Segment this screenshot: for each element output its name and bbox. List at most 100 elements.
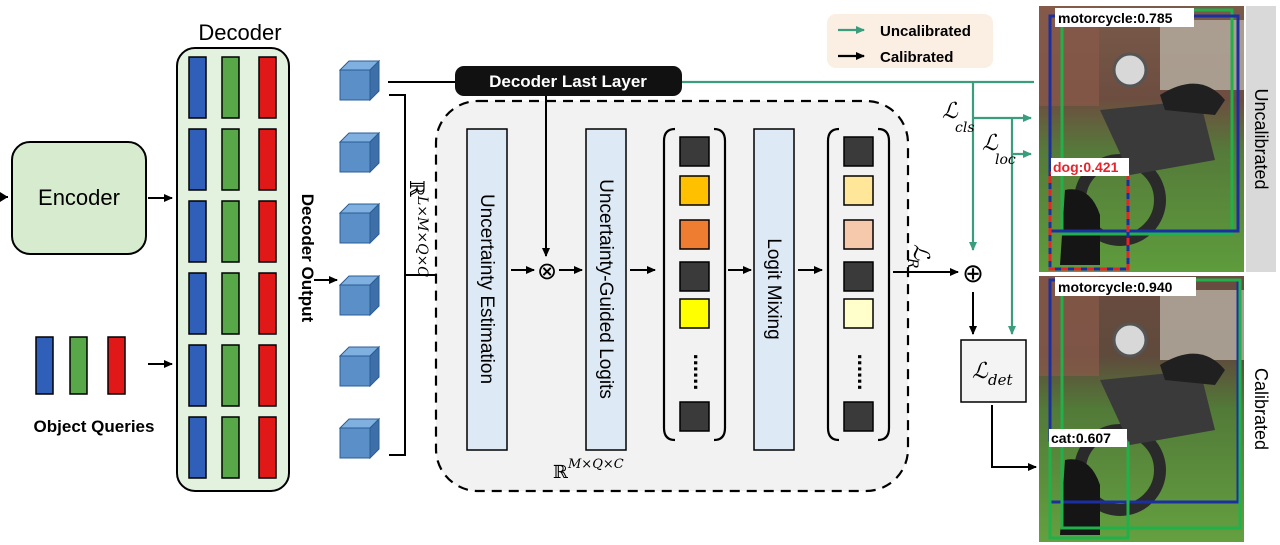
bottom-image-seat <box>1160 353 1225 385</box>
col1-cell-2 <box>679 175 710 206</box>
col1-cell-1 <box>679 136 710 167</box>
bottom-motorcycle-label-bg <box>1055 277 1196 296</box>
bottom-cat-label: cat:0.607 <box>1051 430 1111 446</box>
logit-column-1 <box>679 136 710 432</box>
col1-cell-6 <box>679 401 710 432</box>
cube-front-face <box>339 284 371 316</box>
space-lmqc-label: ℝ L×M×Q×C <box>405 180 430 277</box>
logit-column-2 <box>843 136 874 432</box>
uncalibrated-side-strip <box>1246 6 1276 272</box>
uncertainty-estimation-label: Uncertainty Estimation <box>476 194 497 384</box>
logit-column-2-ellipsis: ...... <box>853 354 878 391</box>
uncalibrated-detection-image: motorcycle:0.785 dog:0.421 <box>1039 6 1244 272</box>
col2-cell-6 <box>843 401 874 432</box>
top-dog-label: dog:0.421 <box>1053 159 1119 175</box>
decoder-title: Decoder <box>198 20 281 45</box>
loss-loc-script: ℒ <box>982 131 999 156</box>
add-operator: ⊕ <box>962 258 984 288</box>
bottom-image-headlight <box>1112 322 1148 358</box>
decoder-output-cube-1 <box>338 59 381 102</box>
decoder-output-label: Decoder Output <box>298 194 317 323</box>
loss-r-subscript: R <box>904 257 920 269</box>
col2-cell-4 <box>843 261 874 292</box>
encoder-label: Encoder <box>38 185 120 210</box>
legend-uncalibrated-label: Uncalibrated <box>880 23 971 40</box>
bottom-image-house <box>1160 290 1244 360</box>
decoder-bar-blue-1 <box>188 56 207 119</box>
cube-front-face <box>339 141 371 173</box>
decoder-bar-red-5 <box>258 344 277 407</box>
bottom-cat-label-bg <box>1049 429 1127 447</box>
top-motorcycle-label: motorcycle:0.785 <box>1058 10 1173 26</box>
decoder-bar-green-6 <box>221 416 240 479</box>
space-mqc-symbol: ℝ <box>553 462 569 483</box>
top-image-headlight <box>1112 52 1148 88</box>
bottom-motorcycle-label: motorcycle:0.940 <box>1058 279 1173 295</box>
loss-det-block <box>960 339 1027 403</box>
decoder-output-cube-5 <box>338 345 381 388</box>
uncertainty-guided-logits-label: Uncertainty-Guided Logits <box>595 179 616 399</box>
decoder-bar-red-4 <box>258 272 277 335</box>
col2-cell-3 <box>843 219 874 250</box>
cube-front-face <box>339 355 371 387</box>
calibrated-detection-image: motorcycle:0.940 cat:0.607 <box>1039 276 1244 542</box>
calibrated-side-strip <box>1246 276 1276 542</box>
cube-front-face <box>339 69 371 101</box>
decoder-bar-green-2 <box>221 128 240 191</box>
decoder-output-cubes <box>338 59 381 460</box>
col1-cell-4 <box>679 261 710 292</box>
top-motorcycle-label-bg <box>1055 8 1194 27</box>
decoder-bar-blue-6 <box>188 416 207 479</box>
decoder-output-cube-6 <box>338 417 381 460</box>
decoder-bar-blue-4 <box>188 272 207 335</box>
col2-cell-1 <box>843 136 874 167</box>
decoder-query-bars <box>188 56 277 479</box>
decoder-bar-blue-5 <box>188 344 207 407</box>
uncertainty-guided-logits-block <box>585 128 627 451</box>
uncertainty-estimation-block <box>466 128 508 451</box>
decoder-bar-red-1 <box>258 56 277 119</box>
decoder-bar-green-3 <box>221 200 240 263</box>
encoder-block <box>11 141 147 255</box>
logit-column-2-bracket-right <box>877 127 891 442</box>
logit-column-2-bracket-left <box>826 127 840 442</box>
decoder-output-cube-4 <box>338 274 381 317</box>
logit-column-1-ellipsis: ...... <box>689 354 714 391</box>
det-to-calibrated-arrow <box>991 405 1037 471</box>
top-image-house <box>1160 20 1244 90</box>
legend-calibrated-label: Calibrated <box>880 49 953 66</box>
top-image-dog <box>1060 189 1100 265</box>
object-query-blue <box>35 336 54 395</box>
space-lmqc-symbol: ℝ <box>405 180 429 197</box>
calibrated-side-label: Calibrated <box>1251 368 1271 450</box>
cubes-bracket <box>389 94 406 456</box>
decoder-bar-green-5 <box>221 344 240 407</box>
legend-box <box>827 14 993 68</box>
space-mqc-exponent: M×Q×C <box>567 457 624 472</box>
decoder-bar-red-6 <box>258 416 277 479</box>
decoder-last-layer-pill <box>455 66 682 96</box>
decoder-bar-green-1 <box>221 56 240 119</box>
loss-r-script: ℒ <box>908 244 933 261</box>
decoder-output-cube-3 <box>338 202 381 245</box>
loss-det-subscript: det <box>988 371 1013 389</box>
col1-cell-3 <box>679 219 710 250</box>
col2-cell-2 <box>843 175 874 206</box>
loss-loc-label: ℒ loc <box>982 131 1016 168</box>
col2-cell-5 <box>843 298 874 329</box>
logit-column-1-bracket-left <box>662 127 676 442</box>
decoder-last-layer-label: Decoder Last Layer <box>489 72 647 91</box>
top-image-engine <box>1100 100 1215 175</box>
uncalibrated-side-label: Uncalibrated <box>1251 88 1271 189</box>
decoder-bar-blue-3 <box>188 200 207 263</box>
decoder-output-cube-2 <box>338 131 381 174</box>
bottom-image-engine <box>1100 370 1215 445</box>
bottom-image-cat <box>1060 459 1100 535</box>
logit-mixing-label: Logit Mixing <box>763 238 784 339</box>
object-query-green <box>69 336 88 395</box>
decoder-bar-blue-2 <box>188 128 207 191</box>
loss-loc-subscript: loc <box>995 152 1016 168</box>
decoder-bar-red-3 <box>258 200 277 263</box>
logit-mixing-block <box>753 128 795 451</box>
